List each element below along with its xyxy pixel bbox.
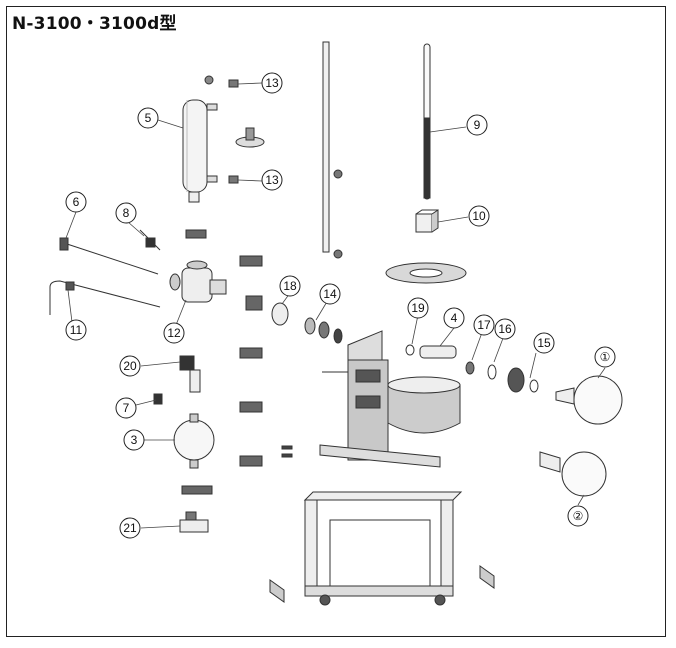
callout-19: 19 (407, 297, 429, 319)
svg-text:17: 17 (477, 318, 491, 332)
receiving-flask-part (539, 451, 607, 497)
seal-parts (271, 302, 343, 344)
callout-16: 16 (494, 318, 516, 340)
rotor-parts (405, 344, 539, 393)
callout-6: 6 (65, 191, 87, 213)
svg-text:10: 10 (472, 209, 486, 223)
callout-5: 5 (137, 107, 159, 129)
callout-3: 3 (123, 429, 145, 451)
svg-text:3: 3 (131, 433, 138, 447)
callout-4: 4 (443, 307, 465, 329)
svg-text:20: 20 (123, 359, 137, 373)
sensor-rod-part (49, 237, 161, 315)
svg-text:4: 4 (451, 311, 458, 325)
callout-13-bottom: 13 (261, 169, 283, 191)
callout-20: 20 (119, 355, 141, 377)
svg-text:14: 14 (323, 287, 337, 301)
svg-text:②: ② (573, 509, 584, 523)
svg-text:9: 9 (474, 118, 481, 132)
callout-21: 21 (119, 517, 141, 539)
callout-10: 10 (468, 205, 490, 227)
clip-parts (181, 229, 263, 495)
callout-17: 17 (473, 314, 495, 336)
callout-2: ② (567, 505, 589, 527)
diagram-title: N-3100・3100d型 (12, 14, 177, 34)
svg-text:①: ① (600, 350, 611, 364)
svg-text:18: 18 (283, 279, 297, 293)
svg-text:12: 12 (167, 326, 181, 340)
receiver-flask-part (173, 413, 215, 469)
callout-8: 8 (115, 202, 137, 224)
svg-text:6: 6 (73, 195, 80, 209)
main-unit (319, 330, 461, 468)
svg-text:21: 21 (123, 521, 137, 535)
disc-plate-part (385, 262, 467, 284)
svg-text:13: 13 (265, 173, 279, 187)
callout-18: 18 (279, 275, 301, 297)
svg-text:13: 13 (265, 76, 279, 90)
drain-valve-part (179, 511, 209, 533)
stopper-block-part (415, 209, 439, 233)
lift-rod-part (423, 43, 431, 200)
callout-15: 15 (533, 332, 555, 354)
callout-labels: ① ② 3 4 5 6 7 8 (65, 72, 616, 539)
svg-text:8: 8 (123, 206, 130, 220)
svg-text:15: 15 (537, 336, 551, 350)
svg-text:7: 7 (123, 401, 130, 415)
vapor-duct-part (169, 260, 227, 303)
diagram-frame (6, 6, 666, 637)
callout-7: 7 (115, 397, 137, 419)
condenser-part (182, 75, 218, 203)
callout-14: 14 (319, 283, 341, 305)
svg-text:16: 16 (498, 322, 512, 336)
svg-text:19: 19 (411, 301, 425, 315)
leader-lines (65, 82, 606, 529)
callout-13-top: 13 (261, 72, 283, 94)
screw-parts (281, 445, 293, 458)
support-pole (322, 41, 343, 259)
valve-part (139, 229, 161, 251)
svg-text:5: 5 (145, 111, 152, 125)
clamp-part (235, 127, 265, 148)
stand-cart-part (303, 491, 463, 606)
callout-1: ① (594, 346, 616, 368)
callout-9: 9 (466, 114, 488, 136)
leveling-bracket-parts (269, 565, 495, 603)
hose-fitting-part (228, 79, 239, 184)
callout-12: 12 (163, 322, 185, 344)
callout-11: 11 (65, 319, 87, 341)
evaporating-flask-part (555, 375, 623, 425)
svg-text:11: 11 (70, 323, 83, 337)
trap-parts (153, 355, 201, 405)
